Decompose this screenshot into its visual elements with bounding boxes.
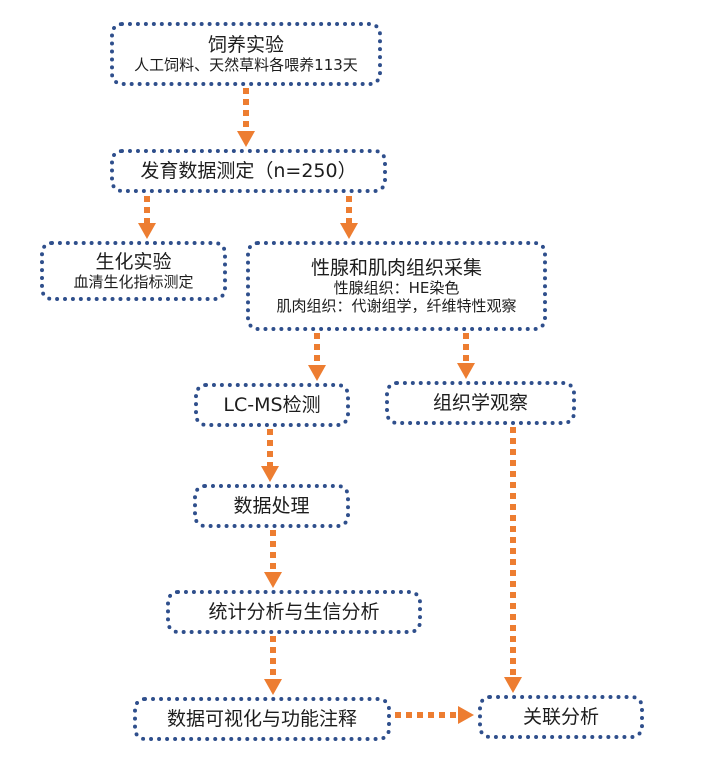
arrow-head [457, 363, 475, 379]
node-biochem-title: 生化实验 [95, 250, 172, 273]
node-growth-title: 发育数据测定（n=250） [140, 159, 357, 182]
arrow-head [308, 365, 326, 381]
node-processing: 数据处理 [193, 484, 350, 528]
node-lcms-title: LC-MS检测 [223, 393, 321, 416]
node-sampling-line-2: 肌肉组织：代谢组学，纤维特性观察 [276, 297, 517, 316]
arrow-head [138, 223, 156, 239]
node-sampling: 性腺和肌肉组织采集 性腺组织：HE染色 肌肉组织：代谢组学，纤维特性观察 [246, 241, 547, 331]
node-histology: 组织学观察 [385, 381, 576, 425]
arrow-stats-to-visual [264, 636, 282, 695]
node-stats-title: 统计分析与生信分析 [208, 600, 380, 623]
node-correlation: 关联分析 [478, 695, 644, 739]
node-correlation-title: 关联分析 [522, 705, 599, 728]
node-feeding-subtitle: 人工饲料、天然草料各喂养113天 [134, 56, 358, 75]
arrow-head [504, 677, 522, 693]
arrow-sampling-to-histology [457, 333, 475, 379]
arrow-head [264, 572, 282, 588]
node-visual-title: 数据可视化与功能注释 [166, 707, 357, 730]
node-feeding-title: 饲养实验 [207, 33, 284, 56]
node-stats: 统计分析与生信分析 [166, 590, 422, 634]
node-processing-title: 数据处理 [233, 494, 310, 517]
arrow-visual-to-correlation [395, 706, 474, 724]
arrow-growth-to-sampling [340, 196, 358, 239]
arrow-growth-to-biochem [138, 196, 156, 239]
node-growth: 发育数据测定（n=250） [110, 149, 387, 193]
node-visual: 数据可视化与功能注释 [133, 697, 391, 741]
arrow-head [261, 466, 279, 482]
node-lcms: LC-MS检测 [194, 383, 350, 427]
node-biochem-subtitle: 血清生化指标测定 [73, 273, 194, 292]
node-histology-title: 组织学观察 [432, 391, 528, 414]
arrow-head [458, 706, 474, 724]
node-sampling-line-1: 性腺组织：HE染色 [333, 279, 460, 298]
arrow-head [340, 223, 358, 239]
arrow-sampling-to-lcms [308, 333, 326, 381]
node-sampling-title: 性腺和肌肉组织采集 [310, 256, 482, 279]
node-feeding: 饲养实验 人工饲料、天然草料各喂养113天 [110, 22, 382, 86]
arrow-processing-to-stats [264, 530, 282, 588]
arrow-feeding-to-growth [237, 88, 255, 147]
arrow-head [237, 131, 255, 147]
arrow-head [264, 679, 282, 695]
node-biochem: 生化实验 血清生化指标测定 [40, 241, 227, 301]
arrow-histology-to-correlation [504, 427, 522, 693]
arrow-lcms-to-processing [261, 429, 279, 482]
